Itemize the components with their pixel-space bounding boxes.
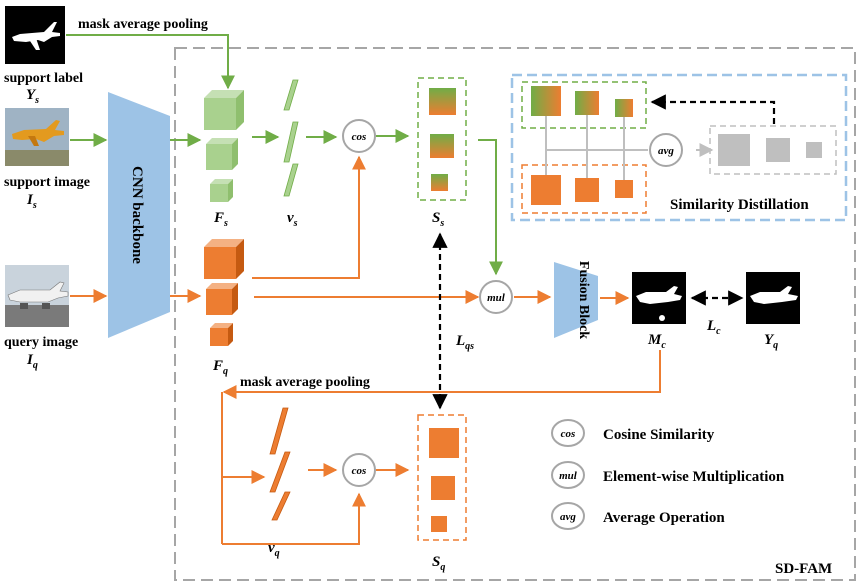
cos-operator-bottom: cos [342, 453, 376, 487]
mask-average-pooling-bottom: mask average pooling [240, 375, 370, 390]
query-image-text: query image [4, 335, 78, 350]
symbol-lqs: Lqs [455, 333, 474, 352]
query-vectors [269, 407, 291, 521]
sd-fam-frame [174, 47, 856, 581]
support-label-text: support label [4, 71, 83, 86]
query-similarity-box [417, 414, 467, 541]
svg-text:mul: mul [487, 292, 506, 304]
symbol-vq: vq [268, 540, 280, 559]
backbone-label: CNN backbone [129, 166, 145, 264]
mask-average-pooling-top: mask average pooling [78, 17, 208, 32]
svg-text:Element-wise Multiplication: Element-wise Multiplication [603, 469, 785, 485]
avg-operator: avg [649, 133, 683, 167]
svg-text:cos: cos [561, 428, 576, 440]
airplane-query-photo-icon [5, 265, 69, 327]
sd-fam-label: SD-FAM [775, 561, 832, 577]
svg-text:avg: avg [560, 511, 576, 523]
legend-item-mul: mul Element-wise Multiplication [551, 461, 785, 489]
airplane-photo-icon [5, 108, 69, 166]
symbol-is: Is [26, 192, 37, 211]
svg-text:cos: cos [352, 131, 367, 143]
legend-item-cos: cos Cosine Similarity [551, 419, 715, 447]
airplane-mask-icon [5, 6, 65, 64]
predicted-mask-icon [632, 272, 686, 324]
symbol-fs: Fs [213, 210, 228, 229]
support-feature-cubes [204, 90, 244, 202]
symbol-yq: Yq [764, 332, 778, 351]
ground-truth-mask-icon [746, 272, 800, 324]
svg-text:Cosine Similarity: Cosine Similarity [603, 427, 715, 443]
svg-text:mul: mul [559, 470, 578, 482]
query-feature-cubes [204, 239, 244, 346]
fusion-block [554, 262, 598, 338]
support-image-text: support image [4, 175, 90, 190]
symbol-lc: Lc [706, 318, 721, 337]
symbol-sq: Sq [432, 554, 445, 573]
svg-text:cos: cos [352, 465, 367, 477]
support-similarity-box [417, 77, 467, 201]
symbol-fq: Fq [212, 358, 228, 377]
svg-text:Average Operation: Average Operation [603, 510, 725, 526]
similarity-distillation-label: Similarity Distillation [670, 197, 809, 213]
cnn-backbone [108, 92, 170, 338]
symbol-vs: vs [287, 210, 298, 229]
support-vectors [283, 79, 299, 197]
legend-item-avg: avg Average Operation [551, 502, 725, 530]
cos-operator-top: cos [342, 119, 376, 153]
symbol-ss: Ss [432, 210, 444, 229]
symbol-ys: Ys [26, 87, 39, 106]
mul-operator: mul [479, 280, 513, 314]
similarity-distillation-box [510, 73, 848, 222]
legend: cos Cosine Similarity mul Element-wise M… [551, 419, 785, 530]
symbol-mc: Mc [647, 332, 666, 351]
symbol-iq: Iq [26, 352, 38, 371]
svg-text:avg: avg [658, 145, 674, 157]
fusion-block-label: Fusion Block [576, 261, 591, 339]
